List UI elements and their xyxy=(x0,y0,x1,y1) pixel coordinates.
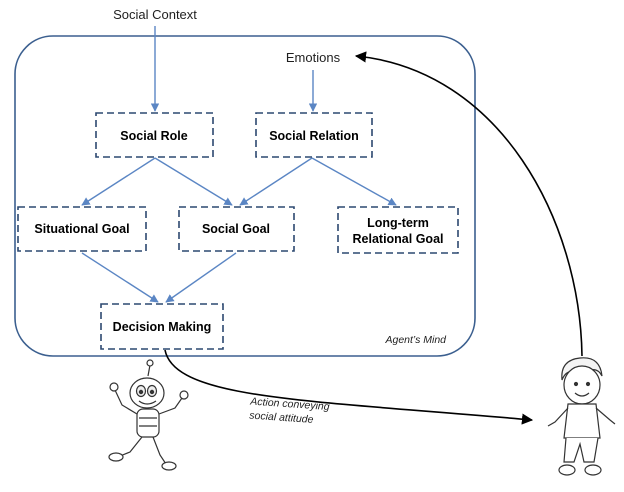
arrow-social-goal-to-decision xyxy=(165,252,237,303)
box-social-goal: Social Goal xyxy=(178,206,295,252)
human-user-icon xyxy=(547,357,616,476)
long-term-label-line1: Long-term xyxy=(367,216,429,230)
arrow-relation-to-long-term xyxy=(311,157,397,206)
arrow-decision-to-human xyxy=(164,349,534,425)
social-role-label: Social Role xyxy=(120,129,187,143)
emotions-label: Emotions xyxy=(286,50,341,65)
box-social-relation: Social Relation xyxy=(255,112,373,158)
box-situational-goal: Situational Goal xyxy=(17,206,147,252)
decision-making-label: Decision Making xyxy=(113,320,212,334)
social-goal-label: Social Goal xyxy=(202,222,270,236)
arrow-situational-to-decision xyxy=(81,252,159,303)
box-social-role: Social Role xyxy=(95,112,214,158)
box-long-term-relational-goal: Long-term Relational Goal xyxy=(337,206,459,254)
box-decision-making: Decision Making xyxy=(100,303,224,350)
action-label-line1: Action conveying xyxy=(249,395,330,413)
arrow-relation-to-social-goal xyxy=(239,157,313,206)
long-term-label-line2: Relational Goal xyxy=(353,232,444,246)
arrow-human-to-emotions xyxy=(354,51,583,357)
situational-goal-label: Situational Goal xyxy=(34,222,129,236)
arrow-role-to-situational xyxy=(81,157,156,206)
agents-mind-frame xyxy=(14,35,476,357)
social-context-label: Social Context xyxy=(113,7,197,22)
agents-mind-label: Agent’s Mind xyxy=(384,334,447,346)
arrow-role-to-social-goal xyxy=(154,157,233,206)
robot-agent-icon xyxy=(108,359,189,471)
social-relation-label: Social Relation xyxy=(269,129,359,143)
action-label-line2: social attitude xyxy=(249,410,314,426)
